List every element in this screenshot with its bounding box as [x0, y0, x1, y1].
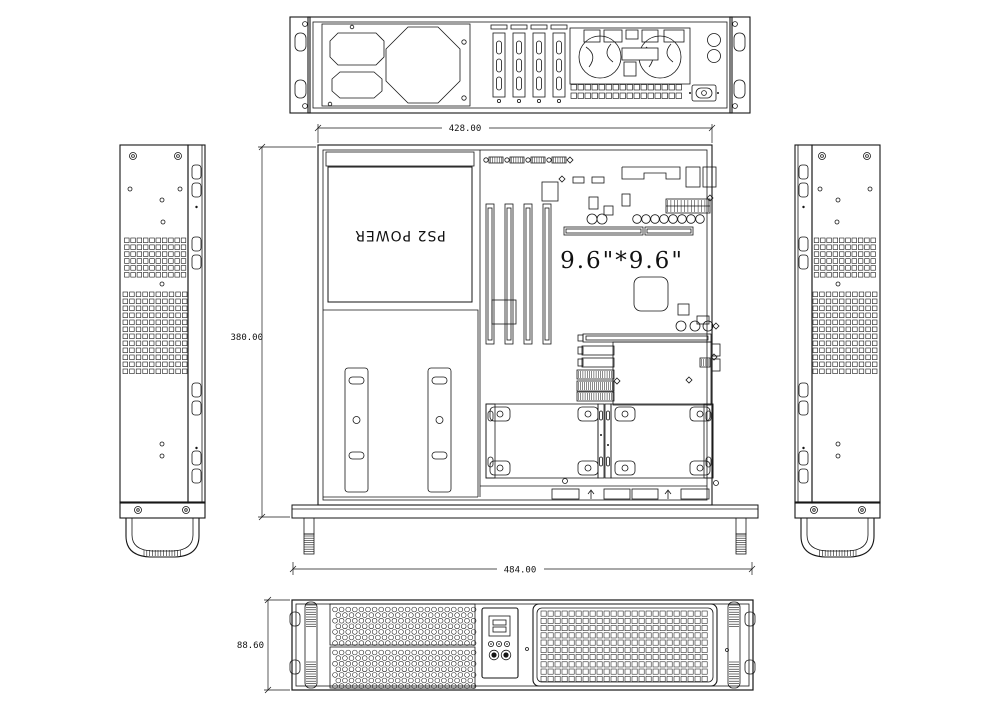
rear-rack-ear-left — [294, 21, 308, 109]
rear-power-inlet — [689, 84, 719, 102]
front-view — [289, 599, 756, 691]
front-handle-right — [727, 601, 741, 689]
rear-thumbscrew-hole-bottom — [707, 49, 721, 63]
rear-rack-ear-right — [732, 21, 746, 109]
dim-label-380: 380.00 — [230, 333, 263, 343]
honeycomb-vent-lower — [332, 649, 477, 689]
side-rail-slots — [191, 164, 202, 484]
usb-ports — [488, 615, 511, 637]
rear-frame — [289, 16, 751, 114]
rear-psu-bay — [321, 23, 471, 107]
front-vent-panels — [329, 603, 477, 689]
side-holes — [127, 186, 183, 459]
chipset — [541, 181, 559, 202]
drive-tray — [612, 341, 721, 406]
right-side-view — [794, 144, 881, 558]
fan-bracket-left — [485, 403, 599, 479]
psu-fan-cutout — [385, 26, 461, 104]
atx-power-connector — [665, 198, 711, 214]
mounting-rail-right — [427, 367, 452, 493]
rear-thumbscrew-hole-top — [707, 33, 721, 47]
mounting-rail-left — [344, 367, 369, 493]
psu-inlet-cutout — [329, 32, 385, 66]
side-vent-grid-lower — [122, 291, 188, 374]
top-front-flange — [291, 504, 759, 555]
dim-chassis-depth: 380.00 — [230, 143, 316, 521]
front-buttons — [488, 649, 512, 661]
top-motherboard: 9.6"*9.6" — [479, 150, 721, 500]
thumbscrew-left — [303, 517, 315, 555]
slot-strip-hatch — [490, 157, 565, 163]
led-indicators — [487, 641, 510, 648]
slot-vent-ovals — [496, 40, 562, 91]
dim-label-484: 484.00 — [504, 566, 537, 576]
front-ear-left — [289, 601, 318, 689]
dim-label-428: 428.00 — [449, 124, 482, 134]
rear-vent-grid — [570, 84, 682, 99]
handle-grip-ribs — [143, 550, 181, 556]
dim-front-width: 484.00 — [289, 562, 756, 576]
side-screws — [129, 152, 182, 160]
psu-switch-cutout — [331, 71, 383, 99]
front-control-panel — [481, 607, 519, 679]
memory-slots — [577, 333, 712, 368]
front-handle-left — [304, 601, 318, 689]
top-psu-box: PS2 POWER — [325, 151, 475, 303]
rear-fan-zone — [569, 27, 691, 85]
pci-slots — [485, 203, 552, 345]
fan-bracket-center-rails — [597, 403, 612, 479]
front-ear-right — [727, 601, 756, 689]
ide-connectors — [576, 369, 693, 402]
rear-expansion-slots — [490, 24, 568, 104]
grille-hole-grid — [540, 610, 708, 682]
top-rear-edge — [483, 156, 717, 188]
dim-front-height: 88.60 — [237, 596, 290, 694]
fan-bracket-right — [610, 403, 714, 479]
side-vent-grid-upper — [124, 237, 187, 278]
side-handle — [119, 501, 206, 558]
front-frame — [291, 599, 754, 691]
io-shield-cutout — [621, 166, 681, 180]
honeycomb-vent-upper — [332, 606, 477, 646]
dim-label-8860: 88.60 — [237, 641, 264, 651]
front-grille — [532, 603, 718, 687]
southbridge — [491, 299, 517, 325]
motherboard-size-label: 9.6"*9.6" — [560, 248, 684, 274]
rear-view — [289, 16, 751, 114]
riser-slot — [563, 226, 694, 236]
capacitor-row — [632, 214, 705, 224]
dimension-annotations: 428.00 380.00 484.00 88.60 — [230, 124, 756, 694]
top-view: PS2 POWER — [291, 144, 759, 555]
psu-label: PS2 POWER — [354, 227, 446, 243]
top-frame — [317, 144, 713, 506]
top-bracket-bay — [323, 309, 479, 498]
front-wall-openings — [551, 478, 719, 500]
left-side-view — [119, 144, 206, 558]
cpu-socket — [633, 276, 669, 312]
thumbscrew-right — [735, 517, 747, 555]
dim-chassis-width: 428.00 — [314, 124, 716, 143]
